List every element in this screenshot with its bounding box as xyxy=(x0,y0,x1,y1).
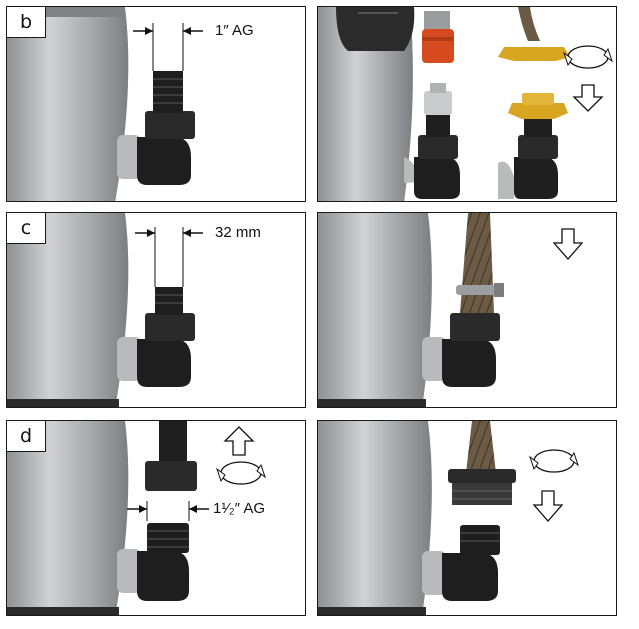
claw-coupling-top xyxy=(498,47,570,61)
hose-connector-grey xyxy=(424,91,452,115)
screw-connector-top xyxy=(448,469,516,483)
hose-segment xyxy=(518,7,540,41)
panel-c-left: c 32 mm xyxy=(6,212,306,408)
hose-nozzle xyxy=(155,287,183,315)
down-arrow-icon xyxy=(572,84,604,112)
removed-union-nut xyxy=(145,461,197,491)
thread-dimension-label: 1″ AG xyxy=(215,22,254,39)
union-nut xyxy=(450,313,500,341)
hose xyxy=(460,213,494,313)
rotate-arrow-icon xyxy=(563,45,613,69)
rotate-arrow-icon xyxy=(529,449,579,473)
step-label-c: c xyxy=(7,213,46,244)
pump-outlet-stub xyxy=(117,135,141,179)
elbow-fitting xyxy=(442,553,498,601)
step-label-b: b xyxy=(7,7,46,38)
panel-c-right xyxy=(317,212,617,408)
elbow-fitting-right xyxy=(514,157,558,199)
hose xyxy=(466,421,496,473)
hose-coupling-orange xyxy=(422,29,454,63)
down-arrow-icon xyxy=(532,490,564,522)
panel-b-left: b 1″ AG xyxy=(6,6,306,202)
step-label-d: d xyxy=(7,421,46,452)
down-arrow-icon xyxy=(552,228,584,260)
claw-coupling-bottom xyxy=(508,103,568,119)
elbow-fitting-left xyxy=(414,157,460,199)
screw-connector-nut xyxy=(452,483,512,505)
union-nut xyxy=(145,111,195,139)
elbow-fitting xyxy=(137,137,191,185)
nozzle-dimension-label: 32 mm xyxy=(215,224,261,241)
up-arrow-icon xyxy=(223,426,255,456)
union-nut xyxy=(145,313,195,341)
hose-clamped-illustration xyxy=(318,213,584,407)
pump-with-1in-thread-illustration xyxy=(7,7,203,201)
thread-1-5in xyxy=(460,525,500,555)
pump-with-32mm-nozzle-illustration xyxy=(7,213,203,407)
panel-d-left: d 1¹⁄₂″ AG xyxy=(6,420,306,616)
elbow-fitting xyxy=(442,339,496,387)
thread-dimension-label: 1¹⁄₂″ AG xyxy=(213,500,265,517)
hose-screw-connection-illustration xyxy=(318,421,579,615)
elbow-fitting xyxy=(137,339,191,387)
pump-with-1-5in-thread-illustration xyxy=(7,421,266,615)
rotate-arrow-icon xyxy=(216,461,266,485)
coupling-options-illustration xyxy=(318,7,613,201)
panel-b-right xyxy=(317,6,617,202)
elbow-fitting xyxy=(137,551,189,601)
threaded-nipple xyxy=(153,71,183,113)
removed-nipple xyxy=(159,421,187,463)
thread-1-5in xyxy=(147,523,189,553)
hose-clamp xyxy=(456,285,500,295)
pump-handle xyxy=(336,7,415,51)
panel-d-right xyxy=(317,420,617,616)
